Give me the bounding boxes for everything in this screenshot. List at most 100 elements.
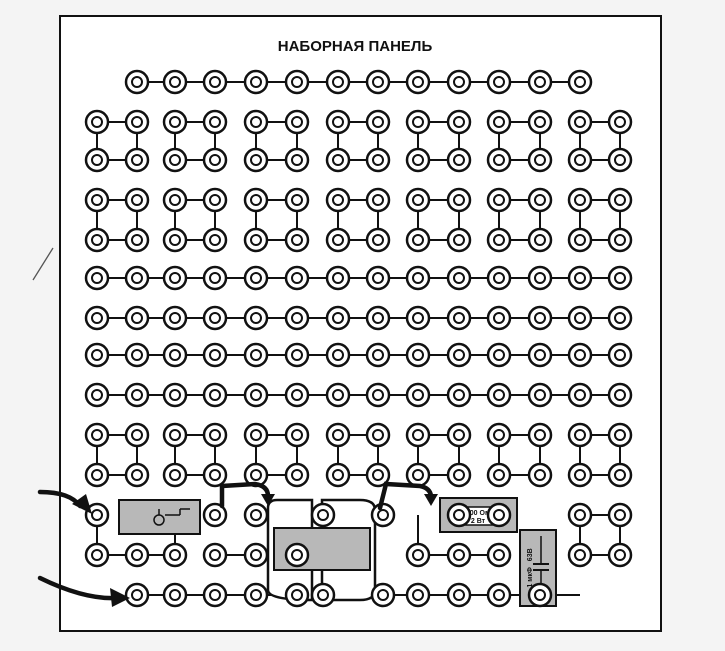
terminal[interactable] bbox=[486, 382, 512, 408]
terminal[interactable] bbox=[202, 502, 228, 528]
terminal[interactable] bbox=[243, 382, 269, 408]
terminal[interactable] bbox=[243, 305, 269, 331]
terminal[interactable] bbox=[124, 109, 150, 135]
terminal[interactable] bbox=[243, 109, 269, 135]
terminal[interactable] bbox=[607, 422, 633, 448]
terminal[interactable] bbox=[162, 69, 188, 95]
terminal[interactable] bbox=[370, 502, 396, 528]
terminal[interactable] bbox=[284, 422, 310, 448]
terminal[interactable] bbox=[446, 542, 472, 568]
terminal[interactable] bbox=[162, 265, 188, 291]
terminal[interactable] bbox=[567, 187, 593, 213]
terminal[interactable] bbox=[243, 582, 269, 608]
terminal[interactable] bbox=[325, 265, 351, 291]
terminal[interactable] bbox=[405, 582, 431, 608]
terminal[interactable] bbox=[365, 227, 391, 253]
terminal[interactable] bbox=[84, 227, 110, 253]
terminal[interactable] bbox=[124, 382, 150, 408]
terminal[interactable] bbox=[607, 265, 633, 291]
terminal[interactable] bbox=[84, 147, 110, 173]
terminal[interactable] bbox=[243, 265, 269, 291]
terminal[interactable] bbox=[202, 187, 228, 213]
terminal[interactable] bbox=[405, 422, 431, 448]
terminal[interactable] bbox=[527, 305, 553, 331]
terminal[interactable] bbox=[607, 502, 633, 528]
terminal[interactable] bbox=[243, 502, 269, 528]
terminal[interactable] bbox=[284, 462, 310, 488]
terminal[interactable] bbox=[365, 187, 391, 213]
terminal[interactable] bbox=[527, 342, 553, 368]
terminal[interactable] bbox=[446, 305, 472, 331]
terminal[interactable] bbox=[607, 147, 633, 173]
terminal[interactable] bbox=[446, 69, 472, 95]
terminal[interactable] bbox=[84, 342, 110, 368]
terminal[interactable] bbox=[310, 502, 336, 528]
terminal[interactable] bbox=[284, 382, 310, 408]
terminal[interactable] bbox=[325, 109, 351, 135]
terminal[interactable] bbox=[607, 305, 633, 331]
terminal[interactable] bbox=[124, 187, 150, 213]
terminal[interactable] bbox=[124, 582, 150, 608]
terminal[interactable] bbox=[365, 422, 391, 448]
terminal[interactable] bbox=[84, 187, 110, 213]
terminal[interactable] bbox=[124, 305, 150, 331]
terminal[interactable] bbox=[607, 542, 633, 568]
terminal[interactable] bbox=[162, 382, 188, 408]
terminal[interactable] bbox=[567, 382, 593, 408]
terminal[interactable] bbox=[284, 109, 310, 135]
terminal[interactable] bbox=[405, 69, 431, 95]
terminal[interactable] bbox=[162, 147, 188, 173]
terminal[interactable] bbox=[567, 69, 593, 95]
terminal[interactable] bbox=[607, 382, 633, 408]
terminal[interactable] bbox=[325, 422, 351, 448]
terminal[interactable] bbox=[162, 187, 188, 213]
terminal[interactable] bbox=[202, 265, 228, 291]
terminal[interactable] bbox=[284, 342, 310, 368]
terminal[interactable] bbox=[284, 147, 310, 173]
terminal[interactable] bbox=[370, 582, 396, 608]
terminal[interactable] bbox=[124, 147, 150, 173]
terminal[interactable] bbox=[325, 462, 351, 488]
terminal[interactable] bbox=[162, 305, 188, 331]
terminal[interactable] bbox=[527, 422, 553, 448]
terminal[interactable] bbox=[527, 227, 553, 253]
terminal[interactable] bbox=[365, 69, 391, 95]
terminal[interactable] bbox=[607, 109, 633, 135]
terminal[interactable] bbox=[567, 342, 593, 368]
terminal[interactable] bbox=[486, 109, 512, 135]
terminal[interactable] bbox=[243, 187, 269, 213]
terminal[interactable] bbox=[486, 422, 512, 448]
terminal[interactable] bbox=[405, 109, 431, 135]
terminal[interactable] bbox=[446, 582, 472, 608]
terminal[interactable] bbox=[405, 342, 431, 368]
terminal[interactable] bbox=[202, 422, 228, 448]
terminal[interactable] bbox=[567, 422, 593, 448]
terminal[interactable] bbox=[84, 109, 110, 135]
terminal[interactable] bbox=[607, 342, 633, 368]
terminal[interactable] bbox=[446, 147, 472, 173]
terminal[interactable] bbox=[405, 147, 431, 173]
terminal[interactable] bbox=[310, 582, 336, 608]
terminal[interactable] bbox=[84, 462, 110, 488]
terminal[interactable] bbox=[567, 542, 593, 568]
terminal[interactable] bbox=[124, 542, 150, 568]
terminal[interactable] bbox=[84, 382, 110, 408]
terminal[interactable] bbox=[202, 109, 228, 135]
terminal[interactable] bbox=[486, 187, 512, 213]
terminal[interactable] bbox=[527, 147, 553, 173]
terminal[interactable] bbox=[162, 422, 188, 448]
terminal[interactable] bbox=[486, 69, 512, 95]
terminal[interactable] bbox=[607, 187, 633, 213]
terminal[interactable] bbox=[365, 305, 391, 331]
terminal[interactable] bbox=[365, 382, 391, 408]
terminal[interactable] bbox=[527, 265, 553, 291]
terminal[interactable] bbox=[84, 542, 110, 568]
terminal[interactable] bbox=[284, 187, 310, 213]
terminal[interactable] bbox=[486, 582, 512, 608]
terminal[interactable] bbox=[486, 462, 512, 488]
terminal[interactable] bbox=[325, 147, 351, 173]
terminal[interactable] bbox=[567, 147, 593, 173]
terminal[interactable] bbox=[446, 462, 472, 488]
terminal[interactable] bbox=[405, 542, 431, 568]
terminal[interactable] bbox=[243, 542, 269, 568]
